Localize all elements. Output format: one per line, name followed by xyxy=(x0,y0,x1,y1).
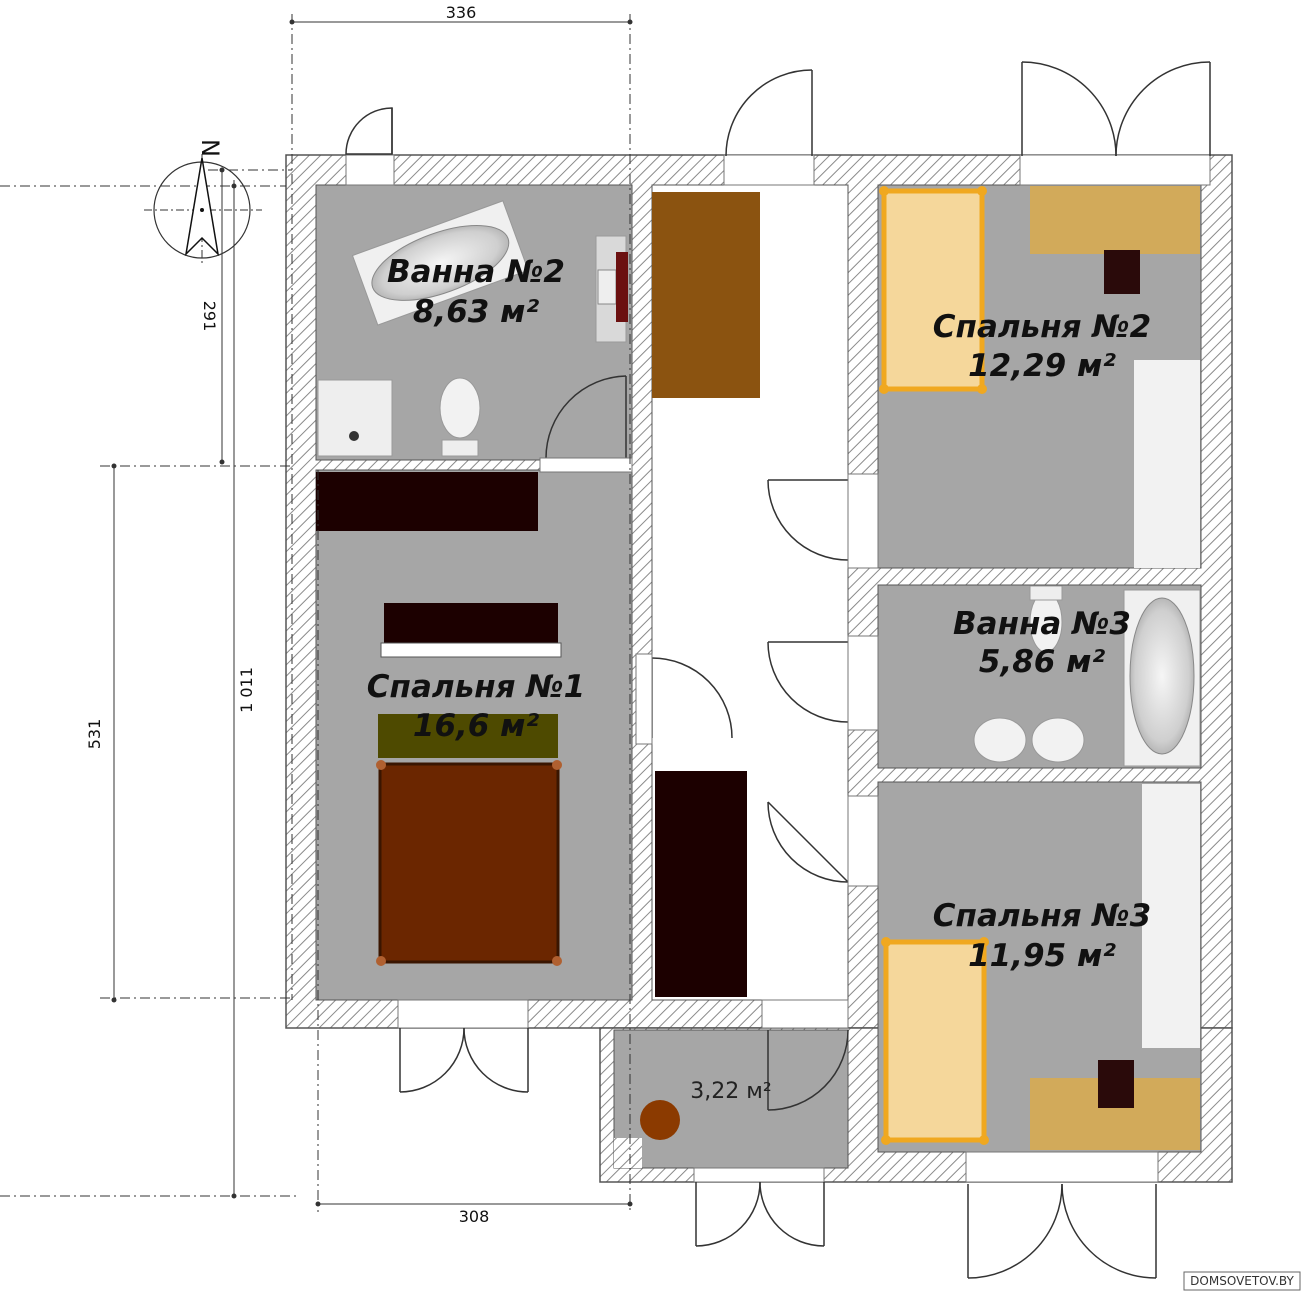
dimension-left-outer: 531 xyxy=(85,719,104,750)
bed xyxy=(378,762,560,964)
bedroom1-furniture xyxy=(316,472,562,966)
bedroom2-furniture xyxy=(879,186,1200,568)
desk xyxy=(1030,186,1200,254)
room-area-bath2: 8,63 м² xyxy=(413,294,540,330)
room-name-bath3: Ванна №3 xyxy=(953,606,1131,642)
wardrobe xyxy=(652,192,760,398)
room-area-bedroom1: 16,6 м² xyxy=(413,708,540,744)
dimension-top-width: 336 xyxy=(446,3,477,22)
dimension-bottom-width: 308 xyxy=(459,1207,490,1226)
windows xyxy=(345,154,1211,1183)
room-name-bedroom1: Спальня №1 xyxy=(367,669,585,705)
bath2-fixtures xyxy=(317,200,628,457)
dark-cabinet xyxy=(655,771,747,997)
corridor-furniture xyxy=(652,192,760,997)
compass: N xyxy=(144,139,262,266)
vestibule-furniture xyxy=(640,1100,680,1140)
watermark: DOMSOVETOV.BY xyxy=(1190,1274,1294,1288)
compass-north-label: N xyxy=(196,139,224,157)
dimension-left-middle: 1 011 xyxy=(237,667,256,713)
bedroom3-furniture xyxy=(881,784,1200,1150)
room-name-bedroom2: Спальня №2 xyxy=(933,309,1151,345)
room-name-bedroom3: Спальня №3 xyxy=(933,898,1151,934)
wardrobe xyxy=(1134,360,1200,568)
bath3-fixtures xyxy=(973,585,1201,767)
room-area-bedroom3: 11,95 м² xyxy=(968,938,1116,974)
room-area-bedroom2: 12,29 м² xyxy=(968,348,1116,384)
dimension-left-inner: 291 xyxy=(200,301,219,332)
room-name-bath2: Ванна №2 xyxy=(387,254,565,290)
dimension-lines xyxy=(0,14,631,1212)
door-swings xyxy=(345,61,1211,1279)
chair xyxy=(1098,1060,1134,1108)
room-area-bath3: 5,86 м² xyxy=(979,644,1106,680)
north-arrow-icon xyxy=(184,157,220,257)
chair xyxy=(1104,250,1140,294)
room-area-vestibule: 3,22 м² xyxy=(690,1079,771,1104)
